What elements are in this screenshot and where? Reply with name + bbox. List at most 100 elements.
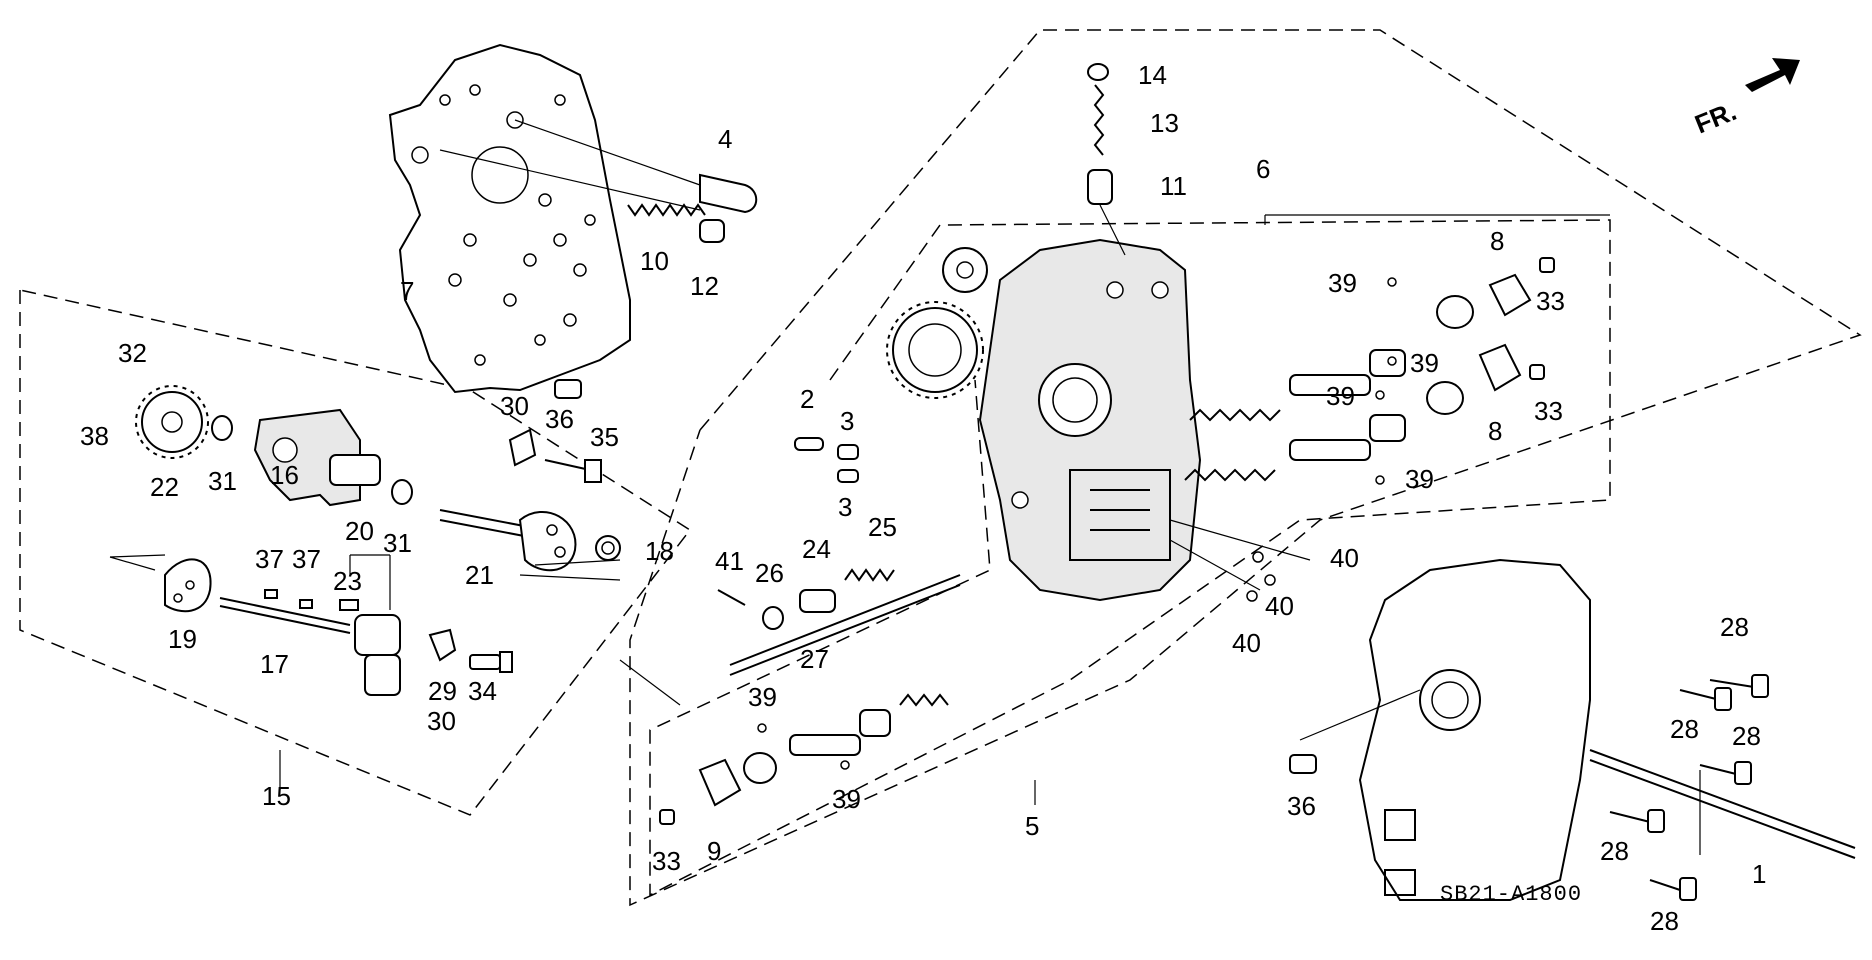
callout-21: 21 [465, 560, 494, 590]
spring-10 [627, 203, 706, 217]
solenoid-20 [354, 614, 401, 696]
callout-14: 14 [1138, 60, 1167, 90]
callout-28: 28 [1720, 612, 1749, 642]
callout-19: 19 [168, 624, 197, 654]
callout-22: 22 [150, 472, 179, 502]
spring-25 [844, 568, 895, 582]
callout-33: 33 [652, 846, 681, 876]
callout-39: 39 [1405, 464, 1434, 494]
valve-11 [1087, 169, 1113, 205]
callout-30: 30 [427, 706, 456, 736]
callout-1: 1 [1752, 859, 1766, 889]
callout-28: 28 [1650, 906, 1679, 936]
callout-37: 37 [292, 544, 321, 574]
bolts-28 [1609, 674, 1769, 901]
washer-31 [211, 415, 413, 505]
large-gear [886, 301, 984, 399]
group-outline-5-6 [629, 29, 1862, 907]
callout-35: 35 [590, 422, 619, 452]
collar-26 [762, 606, 784, 630]
callout-13: 13 [1150, 108, 1179, 138]
main-valve-body [978, 238, 1202, 602]
cap-14 [1087, 63, 1109, 81]
leader-lines [109, 214, 1701, 855]
callout-11: 11 [1160, 171, 1187, 201]
sleeve-4 [699, 173, 758, 214]
callout-34: 34 [468, 676, 497, 706]
callout-41: 41 [715, 546, 744, 576]
bracket-30 [508, 428, 537, 467]
callout-3: 3 [838, 492, 852, 522]
front-direction-arrow: FR. [1690, 58, 1800, 139]
callout-3: 3 [840, 406, 854, 436]
valve-stem-27 [729, 574, 961, 676]
callout-28: 28 [1600, 836, 1629, 866]
callout-30: 30 [500, 391, 529, 421]
transmission-housing [1358, 558, 1591, 901]
callout-39: 39 [832, 784, 861, 814]
callout-40: 40 [1232, 628, 1261, 658]
callout-39: 39 [748, 682, 777, 712]
callout-38: 38 [80, 421, 109, 451]
callout-39: 39 [1410, 348, 1439, 378]
oil-pump-body [253, 408, 381, 507]
pin-41 [717, 589, 746, 606]
callout-10: 10 [640, 246, 669, 276]
callout-9: 9 [707, 836, 721, 866]
separator-plate [388, 43, 631, 394]
callout-37: 37 [255, 544, 284, 574]
callout-24: 24 [802, 534, 831, 564]
balls-40 [1246, 551, 1276, 602]
callout-36: 36 [545, 404, 574, 434]
front-direction-label: FR. [1690, 96, 1740, 140]
callout-8: 8 [1488, 416, 1502, 446]
callout-15: 15 [262, 781, 291, 811]
callout-23: 23 [333, 566, 362, 596]
valve-12 [699, 219, 725, 243]
callout-17: 17 [260, 649, 289, 679]
check-ball-23 [339, 599, 359, 611]
callout-4: 4 [718, 124, 732, 154]
callout-8: 8 [1490, 226, 1504, 256]
callout-33: 33 [1536, 286, 1565, 316]
callout-28: 28 [1670, 714, 1699, 744]
small-gear [942, 247, 988, 293]
callout-31: 31 [383, 528, 412, 558]
lower-valve [743, 693, 949, 784]
bolt-35 [544, 459, 602, 483]
callout-25: 25 [868, 512, 897, 542]
callout-labels: 1 2 3 3 4 5 6 7 8 8 9 10 11 12 13 14 15 … [80, 60, 1766, 936]
callout-33: 33 [1534, 396, 1563, 426]
cover-plate-9 [698, 758, 742, 807]
valve-24 [799, 589, 836, 613]
callout-2: 2 [800, 384, 814, 414]
long-bolt-1 [1589, 749, 1856, 859]
callout-39: 39 [1326, 381, 1355, 411]
pump-cover-19 [164, 558, 212, 613]
callout-40: 40 [1265, 591, 1294, 621]
cover-plates-8 [1478, 273, 1532, 392]
callout-28: 28 [1732, 721, 1761, 751]
drive-gear [135, 385, 209, 459]
balls-39 [757, 277, 1397, 770]
pump-shaft-17 [219, 597, 351, 634]
right-valve-upper [1184, 295, 1474, 482]
part-code: SB21-A1800 [1440, 882, 1582, 907]
callout-40: 40 [1330, 543, 1359, 573]
callout-16: 16 [270, 460, 299, 490]
callout-20: 20 [345, 516, 374, 546]
pump-shaft [439, 509, 577, 572]
callout-29: 29 [428, 676, 457, 706]
callout-5: 5 [1025, 811, 1039, 841]
callout-6: 6 [1256, 154, 1270, 184]
callout-18: 18 [645, 536, 674, 566]
pins-2-3 [794, 437, 859, 483]
bolt-34 [469, 651, 513, 673]
group-outline-6 [649, 219, 1611, 897]
callout-39: 39 [1328, 268, 1357, 298]
oil-seal-18 [595, 535, 621, 561]
callout-32: 32 [118, 338, 147, 368]
callout-27: 27 [800, 644, 829, 674]
callout-26: 26 [755, 558, 784, 588]
